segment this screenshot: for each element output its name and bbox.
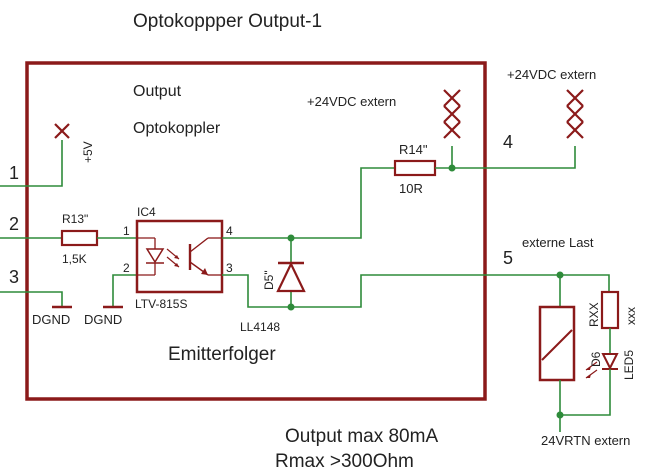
ic4-pin3-label: 3 [226,261,233,275]
pin-1-wire [0,140,63,187]
load-label: externe Last [522,235,594,250]
ic4-optocoupler [135,219,224,294]
rtn-label: 24VRTN extern [541,433,630,448]
ic4-name: IC4 [137,205,156,219]
pin-3-wire [0,291,63,307]
ic-pin2-wire [112,274,137,307]
led-return-wire [559,369,611,432]
ic4-part: LTV-815S [135,297,187,311]
ic4-pin1-label: 1 [123,224,130,238]
r13-name: R13" [62,212,88,226]
note-rmax: Rmax >300Ohm [275,451,414,472]
opto-led-icon [137,237,180,276]
opto-transistor-icon [188,237,222,276]
ic-pin4-wire [222,167,395,239]
rxx-name: RXX [587,302,601,327]
rxx-resistor [600,290,620,330]
plus5v-cross-icon [54,123,70,139]
ic4-pin2-label: 2 [123,261,130,275]
plus24v-inner-cross-icon [443,89,461,139]
r14-resistor [393,159,437,177]
ic4-pin4-label: 4 [226,224,233,238]
r14-value: 10R [399,181,423,196]
r14-to-supply-wire [435,146,453,169]
d5-name: D5" [262,270,276,290]
rxx-value: xxx [624,307,638,325]
d5-diode-icon [276,261,306,293]
schematic-title: Optokoppper Output-1 [133,11,322,32]
pin-3-label: 3 [9,267,19,287]
ic-pin3-wire [222,274,610,308]
label-output: Output [133,83,182,100]
r13-resistor [60,229,99,247]
note-max-current: Output max 80mA [285,426,438,447]
r14-name: R14" [399,142,428,157]
load-relay-icon [538,305,576,382]
d6-part: LED5 [622,350,636,380]
dgnd-1-label: DGND [32,312,70,327]
pin-2-label: 2 [9,214,19,234]
pin-4-label: 4 [503,132,513,152]
module-frame [25,61,487,401]
pin-4-wire [452,146,576,169]
plus24v-outer-cross-icon [566,89,584,139]
r13-value: 1,5K [62,252,87,266]
pin-1-label: 1 [9,163,19,183]
plus24v-inner-label: +24VDC extern [307,94,396,109]
plus5v-label: +5V [81,141,95,163]
label-emitterfolger: Emitterfolger [168,344,276,365]
d6-name: D6 [589,351,603,367]
dgnd-2-label: DGND [84,312,122,327]
pin-5-label: 5 [503,248,513,268]
label-optokoppler: Optokoppler [133,120,221,137]
d5-part: LL4148 [240,320,280,334]
plus24v-outer-label: +24VDC extern [507,67,596,82]
